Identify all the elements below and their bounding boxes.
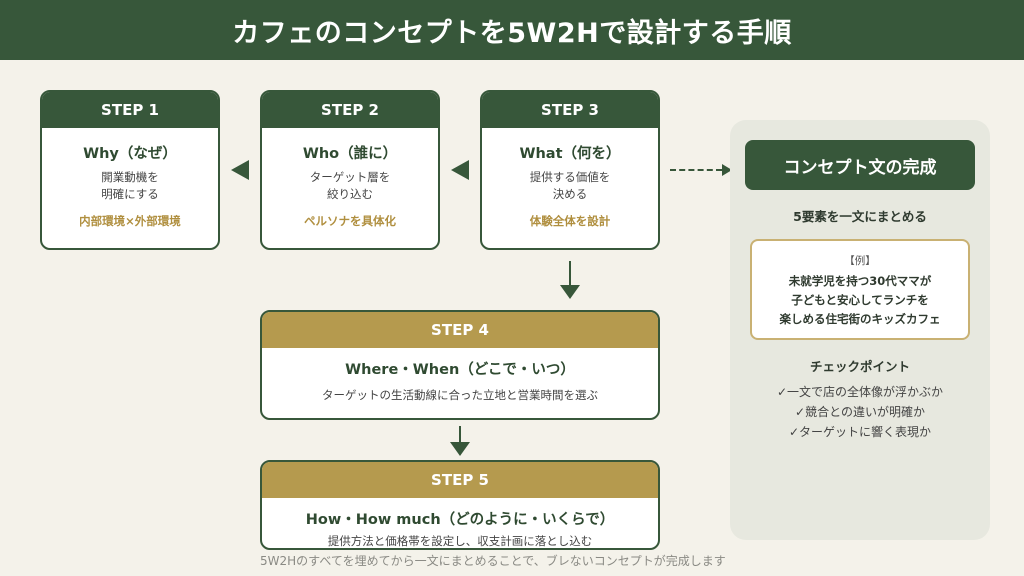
panel-subtitle: 5要素を一文にまとめる xyxy=(793,209,927,224)
checkpoint-item: ✓一文で店の全体像が浮かぶか xyxy=(776,385,944,399)
arrow-step4-to-step5 xyxy=(450,426,470,456)
checkpoint-item: ✓競合との違いが明確か xyxy=(795,405,925,419)
header-bar: カフェのコンセプトを5W2Hで設計する手順 xyxy=(0,0,1024,60)
step-4-card: STEP 4 Where・When（どこで・いつ） ターゲットの生活動線に合った… xyxy=(260,310,660,420)
step-1-title: Why（なぜ） xyxy=(83,146,177,162)
step-2-card: STEP 2 Who（誰に） ターゲット層を 絞り込む ペルソナを具体化 xyxy=(260,90,440,250)
footer-note: 5W2Hのすべてを埋めてから一文にまとめることで、ブレないコンセプトが完成します xyxy=(260,554,726,568)
checkpoint-item: ✓ターゲットに響く表現か xyxy=(788,425,932,439)
step-4-label: STEP 4 xyxy=(262,312,658,348)
checkpoint-title: チェックポイント xyxy=(809,359,910,374)
step-1-key: 内部環境×外部環境 xyxy=(79,214,181,228)
panel-title: コンセプト文の完成 xyxy=(745,140,975,190)
page-title: カフェのコンセプトを5W2Hで設計する手順 xyxy=(232,17,792,49)
example-box: 【例】 未就学児を持つ30代ママが 子どもと安心してランチを 楽しめる住宅街のキ… xyxy=(750,239,970,340)
step-3-card: STEP 3 What（何を） 提供する価値を 決める 体験全体を設計 xyxy=(480,90,660,250)
arrow-step3-to-step2 xyxy=(451,160,469,180)
step-4-desc: ターゲットの生活動線に合った立地と営業時間を選ぶ xyxy=(322,388,598,402)
step-4-title: Where・When（どこで・いつ） xyxy=(345,362,575,378)
checkpoint-list: ✓一文で店の全体像が浮かぶか ✓競合との違いが明確か ✓ターゲットに響く表現か xyxy=(730,382,990,442)
step-2-key: ペルソナを具体化 xyxy=(304,214,396,228)
step-2-label: STEP 2 xyxy=(262,92,438,128)
concept-panel: コンセプト文の完成 5要素を一文にまとめる 【例】 未就学児を持つ30代ママが … xyxy=(730,120,990,540)
arrow-step3-to-step4 xyxy=(560,261,580,299)
step-5-label: STEP 5 xyxy=(262,462,658,498)
arrow-step2-to-step1 xyxy=(231,160,249,180)
dashed-arrow-to-panel xyxy=(670,164,732,176)
step-3-title: What（何を） xyxy=(519,146,621,162)
step-5-card: STEP 5 How・How much（どのように・いくらで） 提供方法と価格帯… xyxy=(260,460,660,550)
step-5-desc: 提供方法と価格帯を設定し、収支計画に落とし込む xyxy=(327,534,593,548)
step-3-key: 体験全体を設計 xyxy=(529,214,611,228)
step-1-card: STEP 1 Why（なぜ） 開業動機を 明確にする 内部環境×外部環境 xyxy=(40,90,220,250)
example-label: 【例】 xyxy=(844,255,876,267)
step-5-title: How・How much（どのように・いくらで） xyxy=(305,512,615,528)
step-3-desc: 提供する価値を 決める xyxy=(529,170,611,201)
example-text: 未就学児を持つ30代ママが 子どもと安心してランチを 楽しめる住宅街のキッズカフ… xyxy=(779,274,941,326)
step-1-label: STEP 1 xyxy=(42,92,218,128)
step-2-title: Who（誰に） xyxy=(302,146,398,162)
step-1-desc: 開業動機を 明確にする xyxy=(101,170,159,201)
step-2-desc: ターゲット層を 絞り込む xyxy=(309,170,391,201)
step-3-label: STEP 3 xyxy=(482,92,658,128)
